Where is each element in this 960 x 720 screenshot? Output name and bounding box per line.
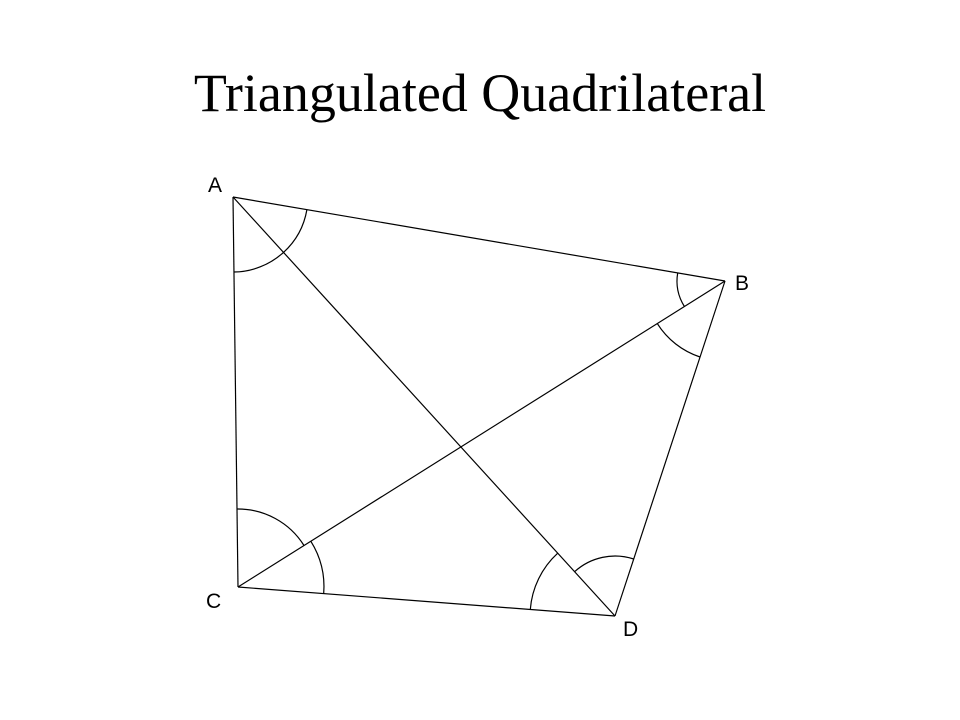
edges-layer bbox=[232, 196, 726, 617]
vertex-label-d: D bbox=[623, 618, 638, 641]
edge-ad bbox=[232, 196, 616, 617]
angle-marks-layer bbox=[233, 209, 701, 610]
vertex-label-a: A bbox=[208, 174, 222, 197]
angle-mark-b-cd bbox=[656, 323, 701, 358]
angle-mark-d-ab bbox=[574, 555, 634, 573]
edge-cb bbox=[237, 280, 726, 588]
angle-mark-b-ac bbox=[676, 272, 685, 307]
edge-ab bbox=[232, 196, 726, 282]
edge-bd bbox=[614, 280, 726, 617]
edge-dc bbox=[237, 586, 616, 617]
angle-mark-a-bd bbox=[283, 209, 308, 253]
angle-mark-c-bd bbox=[310, 540, 325, 594]
slide-title: Triangulated Quadrilateral bbox=[193, 63, 767, 123]
angle-mark-c-ab bbox=[236, 508, 305, 546]
angle-mark-a-dc bbox=[233, 251, 284, 273]
vertex-label-b: B bbox=[735, 272, 749, 295]
vertex-labels-layer: A B C D bbox=[206, 174, 749, 641]
angle-mark-d-ca bbox=[529, 552, 559, 610]
vertex-label-c: C bbox=[206, 590, 221, 613]
edge-ca bbox=[232, 196, 239, 588]
